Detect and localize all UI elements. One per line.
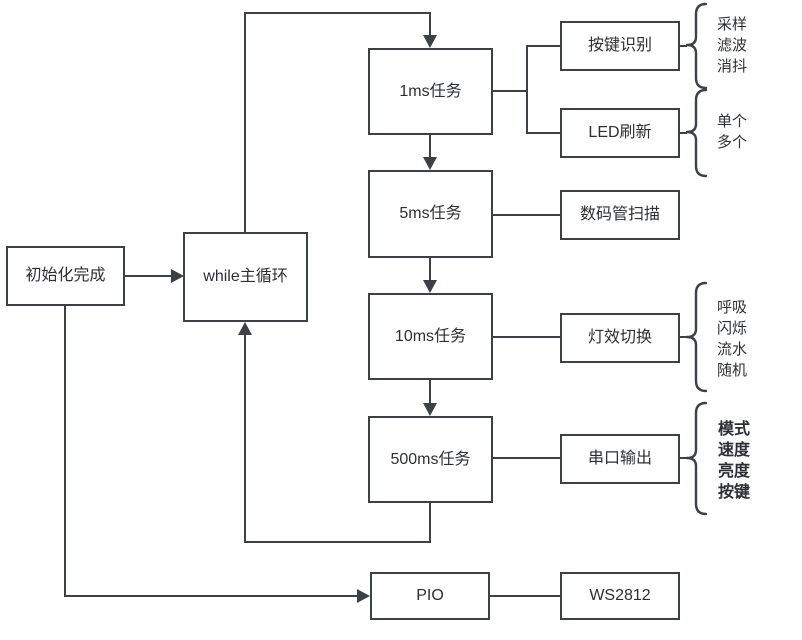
node-key-detect: 按键识别: [560, 21, 680, 71]
node-task-1ms: 1ms任务: [368, 48, 493, 135]
connector-led-brace: [680, 132, 687, 134]
connector-branch-led: [526, 132, 560, 134]
node-task-500ms: 500ms任务: [368, 416, 493, 503]
connector-1ms-branch: [493, 90, 528, 92]
connector-branch-key: [526, 45, 560, 47]
connector-init-down: [64, 306, 66, 597]
annotation-uart-output: 模式 速度 亮度 按键: [718, 419, 750, 503]
annotation-line: 随机: [717, 362, 748, 379]
annotation-line: 多个: [717, 134, 748, 151]
annotation-led-refresh: 单个 多个: [717, 111, 747, 153]
connector-1ms-5ms: [429, 135, 431, 159]
arrowhead-right-icon: [357, 589, 370, 603]
annotation-line: 按键: [718, 484, 751, 501]
connector-top-down: [429, 12, 431, 37]
connector-branch-vertical: [526, 45, 528, 134]
connector-loop-up: [244, 333, 246, 543]
connector-init-while: [125, 275, 172, 277]
annotation-line: 消抖: [717, 58, 748, 75]
brace-key-detect-icon: [685, 2, 708, 90]
node-led-refresh: LED刷新: [560, 108, 680, 158]
annotation-line: 模式: [718, 421, 751, 438]
annotation-line: 单个: [717, 113, 748, 130]
arrowhead-down-icon: [423, 35, 437, 48]
arrowhead-down-icon: [423, 280, 437, 293]
arrowhead-down-icon: [423, 403, 437, 416]
annotation-line: 呼吸: [717, 299, 748, 316]
node-effect-switch: 灯效切换: [560, 313, 680, 363]
arrowhead-up-icon: [238, 322, 252, 335]
connector-5ms-seg: [493, 214, 560, 216]
annotation-line: 闪烁: [717, 320, 748, 337]
annotation-line: 采样: [717, 16, 748, 33]
node-while-loop: while主循环: [183, 232, 308, 322]
connector-10ms-effect: [493, 336, 560, 338]
arrowhead-down-icon: [423, 157, 437, 170]
connector-loop-down: [429, 503, 431, 543]
connector-5ms-10ms: [429, 258, 431, 282]
node-task-5ms: 5ms任务: [368, 170, 493, 258]
annotation-line: 流水: [717, 341, 748, 358]
node-pio: PIO: [370, 572, 490, 620]
connector-top-across: [244, 12, 431, 14]
connector-while-top-up: [244, 12, 246, 232]
brace-uart-output-icon: [685, 401, 708, 516]
brace-led-refresh-icon: [685, 88, 708, 178]
annotation-effect-switch: 呼吸 闪烁 流水 随机: [717, 297, 747, 381]
annotation-line: 亮度: [718, 463, 751, 480]
connector-uart-brace: [680, 457, 687, 459]
connector-10ms-500ms: [429, 380, 431, 404]
connector-loop-across: [244, 541, 431, 543]
connector-500ms-uart: [493, 457, 560, 459]
node-uart-output: 串口输出: [560, 434, 680, 484]
annotation-line: 速度: [718, 442, 751, 459]
node-ws2812: WS2812: [560, 572, 680, 620]
connector-pio-ws2812: [490, 595, 560, 597]
node-task-10ms: 10ms任务: [368, 293, 493, 380]
arrowhead-right-icon: [171, 269, 184, 283]
connector-key-brace: [680, 45, 687, 47]
annotation-key-detect: 采样 滤波 消抖: [717, 14, 747, 77]
node-seg-scan: 数码管扫描: [560, 190, 680, 240]
annotation-line: 滤波: [717, 37, 748, 54]
brace-effect-switch-icon: [685, 281, 708, 393]
connector-effect-brace: [680, 336, 687, 338]
connector-init-pio: [64, 595, 358, 597]
node-init: 初始化完成: [6, 246, 125, 306]
